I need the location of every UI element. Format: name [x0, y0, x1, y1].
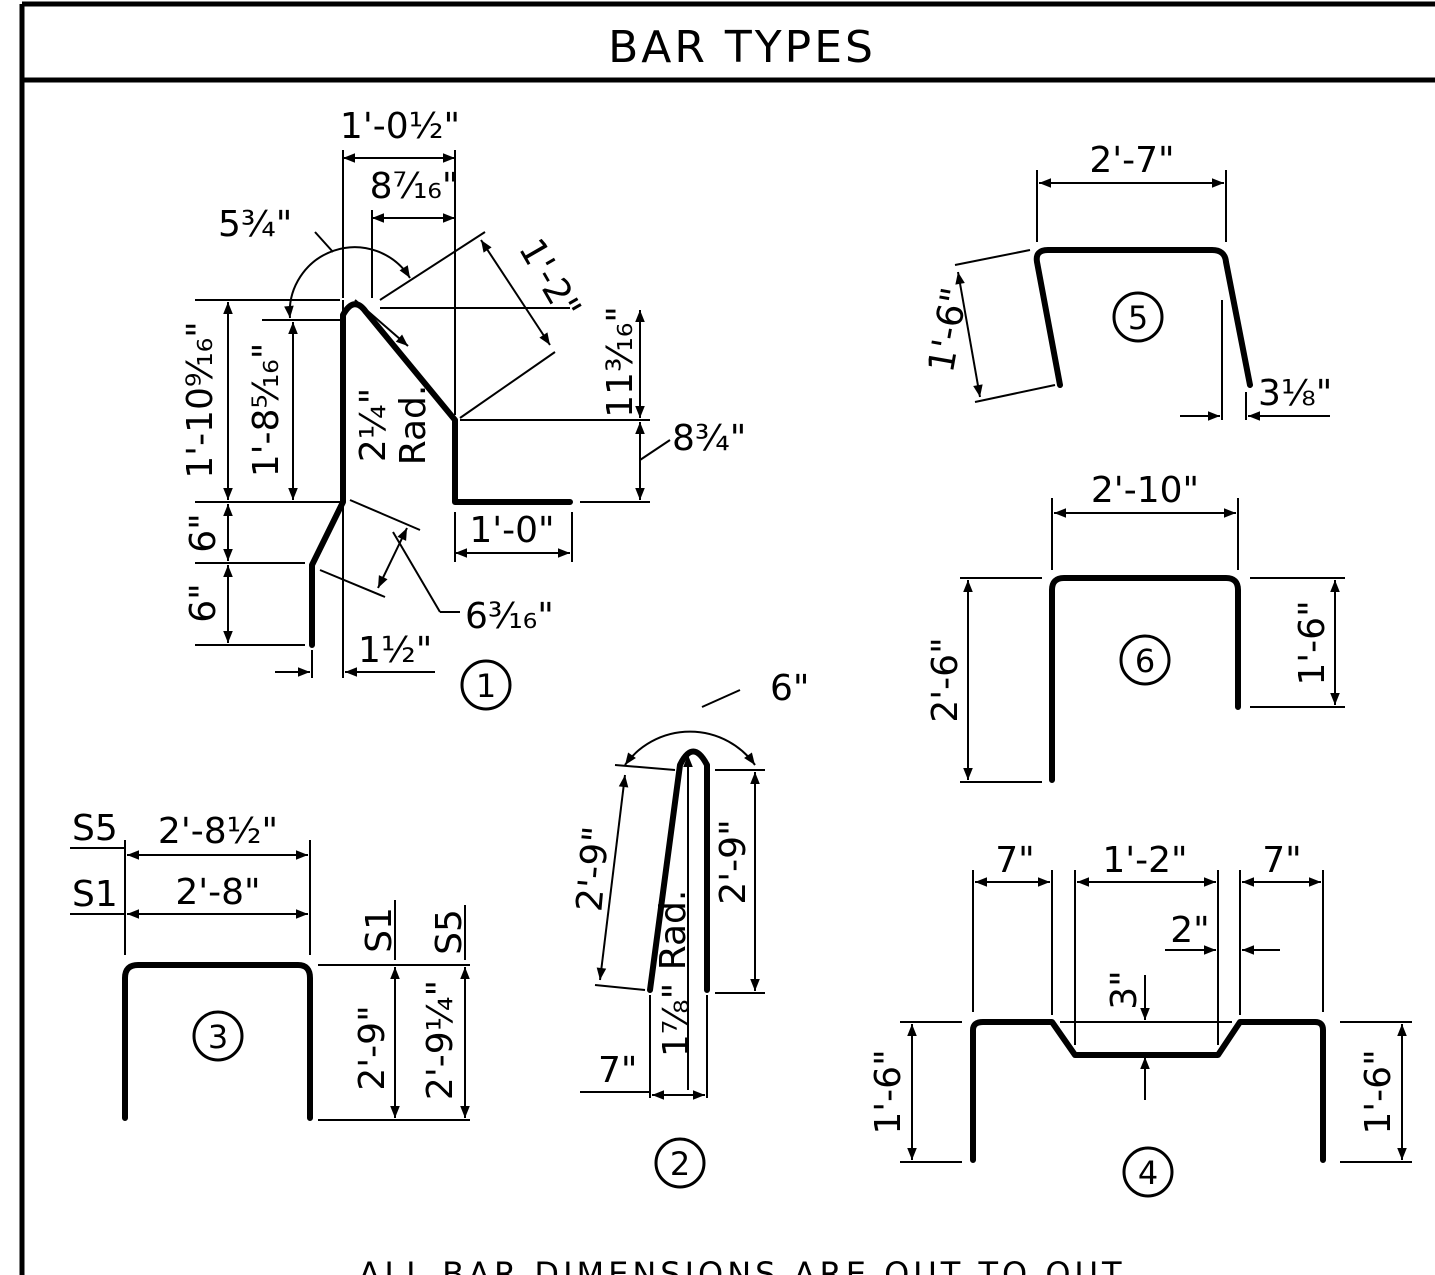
- bar-type-6: 2'-10" 2'-6" 1'-6" 6: [925, 470, 1345, 783]
- bar-type-3: S5 S1 2'-8½" 2'-8" S1 S5 2'-9" 2'-9¼" 3: [70, 808, 470, 1121]
- bar-6-callout-circle: [1119, 634, 1171, 686]
- bar-5-label: 5: [1128, 299, 1148, 337]
- bar-3-label: 3: [208, 1018, 228, 1056]
- bar-4-middle-width: 1'-2": [1102, 840, 1187, 881]
- bar-4-label: 4: [1138, 1154, 1158, 1192]
- bar-3-s1-height: 2'-9": [352, 1005, 393, 1090]
- bar-1-diagonal: 1'-2": [510, 232, 588, 326]
- bar-6-right-height: 1'-6": [1292, 600, 1333, 685]
- bar-1-radius: 2¼": [353, 388, 394, 462]
- bar-6-shape: [1049, 575, 1241, 783]
- bar-3-s1-height-tag: S1: [359, 907, 400, 953]
- bar-6-left-height: 2'-6": [925, 637, 966, 722]
- bar-1-offset-lower: 6": [183, 583, 224, 622]
- bar-4-depth: 3": [1104, 970, 1145, 1009]
- bar-4-left-height: 1'-6": [868, 1049, 909, 1134]
- bar-type-2: 6" 2'-9" 2'-9" Rad. 1⅞" 7" 2: [569, 668, 809, 1189]
- bar-2-left-leg: 2'-9": [569, 825, 617, 914]
- bar-1-bottom: 1½": [358, 630, 432, 671]
- bar-6-label: 6: [1135, 642, 1155, 680]
- bar-2-label: 2: [670, 1145, 690, 1183]
- bar-1-slope-vertical: 11³⁄₁₆": [600, 306, 641, 418]
- bar-3-s5-tag: S5: [72, 808, 118, 849]
- bar-type-4: 7" 1'-2" 7" 2" 3" 1'-6" 1'-6" 4: [868, 840, 1412, 1198]
- bar-6-width: 2'-10": [1091, 470, 1199, 511]
- bar-4-shape: [970, 1019, 1326, 1163]
- bar-1-arc-length: 5¾": [218, 204, 292, 245]
- bar-1-radius-note: Rad.: [393, 385, 434, 466]
- bar-1-foot: 1'-0": [469, 510, 554, 551]
- bar-1-lower-vertical: 8¾": [672, 418, 746, 459]
- bar-5-shape: [1033, 247, 1253, 388]
- bar-3-s5-width: 2'-8½": [158, 811, 278, 852]
- bar-type-5: 2'-7" 1'-6" 3⅛" 5: [921, 140, 1332, 421]
- bar-3-callout-circle: [192, 1010, 244, 1062]
- bar-4-right-height: 1'-6": [1358, 1049, 1399, 1134]
- bar-4-left-width: 7": [995, 840, 1034, 881]
- bar-1-inner-width: 8⁷⁄₁₆": [370, 166, 459, 207]
- sheet-frame: [19, 1, 1435, 1275]
- bar-2-radius-note: Rad.: [653, 890, 694, 971]
- dimension-note: ALL BAR DIMENSIONS ARE OUT TO OUT: [358, 1255, 1125, 1275]
- bar-1-label: 1: [476, 667, 496, 705]
- bar-5-offset: 3⅛": [1258, 373, 1332, 414]
- bar-3-s5-height: 2'-9¼": [420, 980, 461, 1100]
- bar-5-leg: 1'-6": [921, 284, 976, 375]
- bar-3-s1-width: 2'-8": [175, 872, 260, 913]
- bar-3-shape: [122, 962, 313, 1121]
- bar-2-arc-length: 6": [770, 668, 809, 709]
- bar-2-right-leg: 2'-9": [713, 819, 754, 904]
- bar-2-bottom: 7": [598, 1050, 637, 1091]
- bar-1-total-height: 1'-10⁹⁄₁₆": [180, 321, 221, 478]
- bar-2-radius: 1⅞": [656, 983, 697, 1057]
- bar-1-offset-upper: 6": [183, 513, 224, 552]
- bar-type-1: 1'-0½" 8⁷⁄₁₆" 5¾" 1'-2" 1'-10⁹⁄₁₆" 1'-8⁵…: [180, 106, 746, 711]
- bar-1-inner-height: 1'-8⁵⁄₁₆": [246, 343, 287, 478]
- bar-1-shape: [309, 301, 573, 648]
- bar-4-callout-circle: [1122, 1146, 1174, 1198]
- bar-3-s5-height-tag: S5: [429, 909, 470, 955]
- bar-1-top-width: 1'-0½": [340, 106, 460, 147]
- bar-4-offset: 2": [1170, 910, 1209, 951]
- bar-1-offset-diagonal: 6³⁄₁₆": [465, 596, 554, 637]
- bar-5-width: 2'-7": [1089, 140, 1174, 181]
- bar-1-callout-circle: [460, 659, 512, 711]
- bar-5-callout-circle: [1112, 291, 1164, 343]
- bar-3-s1-tag: S1: [72, 874, 118, 915]
- sheet-title: BAR TYPES: [608, 22, 876, 73]
- bar-2-callout-circle: [654, 1137, 706, 1189]
- bar-4-right-width: 7": [1262, 840, 1301, 881]
